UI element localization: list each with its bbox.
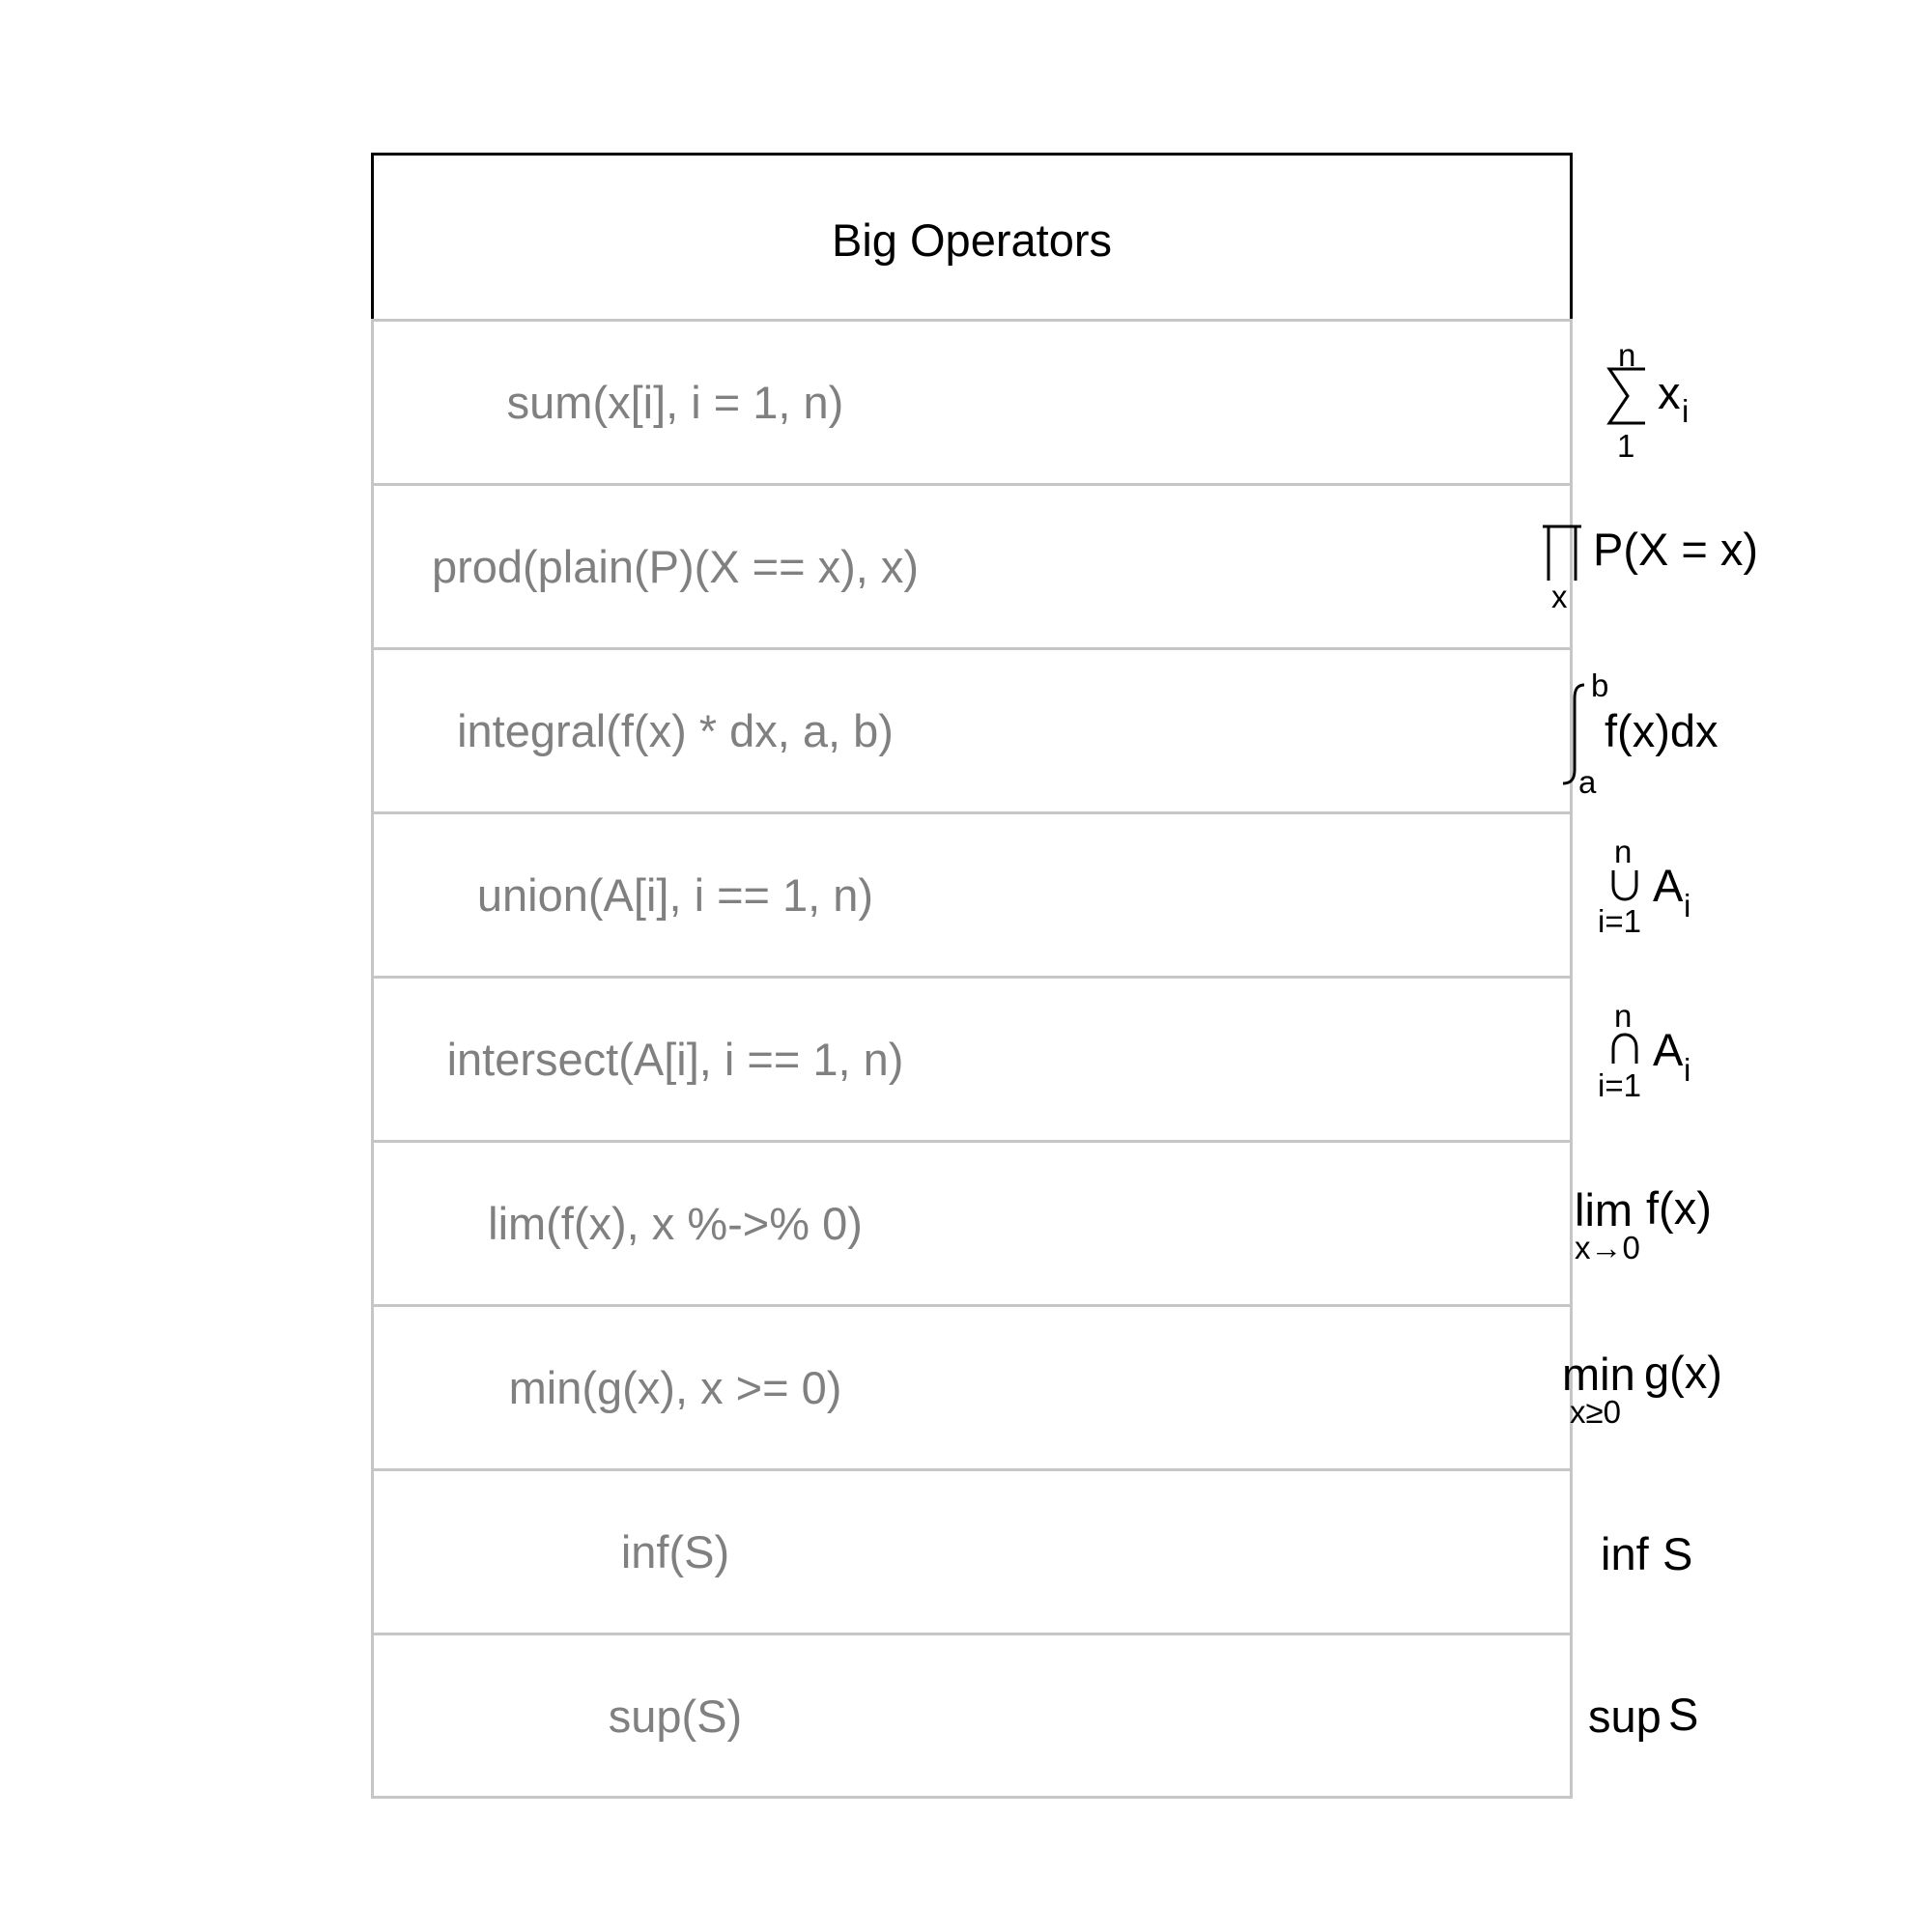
table-title: Big Operators — [832, 214, 1112, 266]
table-row-intersect: intersect(A[i], i == 1, n) n i=1 A i — [371, 976, 1690, 1140]
math-cell: min x≥0 g(x) — [977, 1307, 1722, 1468]
code-cell: sum(x[i], i = 1, n) — [506, 377, 844, 428]
prod-body: P(X = x) — [1593, 524, 1759, 575]
sum-body-subscript: i — [1682, 393, 1690, 429]
integral-lower-limit: a — [1578, 764, 1597, 800]
intersect-body: A — [1653, 1024, 1684, 1075]
math-cell: b a f(x)dx — [977, 650, 1719, 811]
code-cell: min(g(x), x >= 0) — [508, 1362, 842, 1413]
union-upper-limit: n — [1614, 834, 1633, 869]
math-cell: n i=1 A i — [977, 814, 1690, 976]
table-row-inf: inf(S) inf S — [371, 1468, 1692, 1633]
integral-body: f(x)dx — [1605, 705, 1719, 756]
code-cell: lim(f(x), x %->% 0) — [488, 1198, 863, 1249]
inf-body: S — [1662, 1528, 1693, 1579]
lim-lower-limit: x→0 — [1575, 1230, 1640, 1265]
math-cell: lim x→0 f(x) — [977, 1143, 1712, 1304]
sum-body: x — [1658, 367, 1681, 418]
union-body-subscript: i — [1684, 888, 1691, 923]
intersect-upper-limit: n — [1614, 998, 1633, 1034]
prod-lower-limit: x — [1551, 579, 1568, 614]
integral-icon — [1562, 683, 1585, 785]
intersect-body-subscript: i — [1684, 1052, 1691, 1088]
sum-lower-limit: 1 — [1617, 428, 1635, 464]
min-lower-limit: x≥0 — [1570, 1394, 1621, 1430]
code-cell: sup(S) — [608, 1690, 743, 1742]
code-cell: inf(S) — [620, 1526, 730, 1577]
table-row-integral: integral(f(x) * dx, a, b) b a f(x)dx — [371, 647, 1719, 811]
big-operators-table: Big Operators sum(x[i], i = 1, n) n 1 x … — [371, 153, 1758, 1799]
intersection-icon — [1611, 1033, 1638, 1064]
code-cell: intersect(A[i], i == 1, n) — [446, 1034, 904, 1085]
table-row-prod: prod(plain(P)(X == x), x) x P(X = x) — [371, 483, 1758, 647]
summation-icon — [1606, 367, 1645, 425]
math-cell: inf S — [977, 1471, 1692, 1633]
union-icon — [1611, 870, 1638, 901]
table-row-sum: sum(x[i], i = 1, n) n 1 x i — [371, 319, 1689, 483]
union-lower-limit: i=1 — [1598, 903, 1641, 939]
integral-upper-limit: b — [1591, 668, 1609, 703]
union-body: A — [1653, 860, 1684, 911]
lim-operator: lim — [1575, 1184, 1634, 1236]
inf-operator: inf — [1601, 1528, 1649, 1579]
sup-operator: sup — [1588, 1690, 1662, 1742]
table-row-sup: sup(S) sup S — [371, 1633, 1698, 1799]
sum-upper-limit: n — [1618, 337, 1636, 373]
code-cell: union(A[i], i == 1, n) — [476, 869, 874, 921]
min-body: g(x) — [1644, 1347, 1722, 1398]
math-cell: n 1 x i — [977, 322, 1689, 483]
intersect-lower-limit: i=1 — [1598, 1067, 1641, 1103]
code-cell: prod(plain(P)(X == x), x) — [431, 541, 920, 592]
table-row-lim: lim(f(x), x %->% 0) lim x→0 f(x) — [371, 1140, 1712, 1304]
min-operator: min — [1562, 1349, 1635, 1400]
table-header: Big Operators — [371, 153, 1573, 319]
code-cell: integral(f(x) * dx, a, b) — [457, 705, 894, 756]
table-row-union: union(A[i], i == 1, n) n i=1 A i — [371, 811, 1690, 976]
product-icon — [1543, 525, 1581, 581]
math-cell: sup S — [977, 1635, 1698, 1796]
math-cell: x P(X = x) — [977, 486, 1758, 647]
lim-body: f(x) — [1646, 1182, 1712, 1234]
table-row-min: min(g(x), x >= 0) min x≥0 g(x) — [371, 1304, 1722, 1468]
sup-body: S — [1668, 1689, 1699, 1740]
math-cell: n i=1 A i — [977, 979, 1690, 1140]
